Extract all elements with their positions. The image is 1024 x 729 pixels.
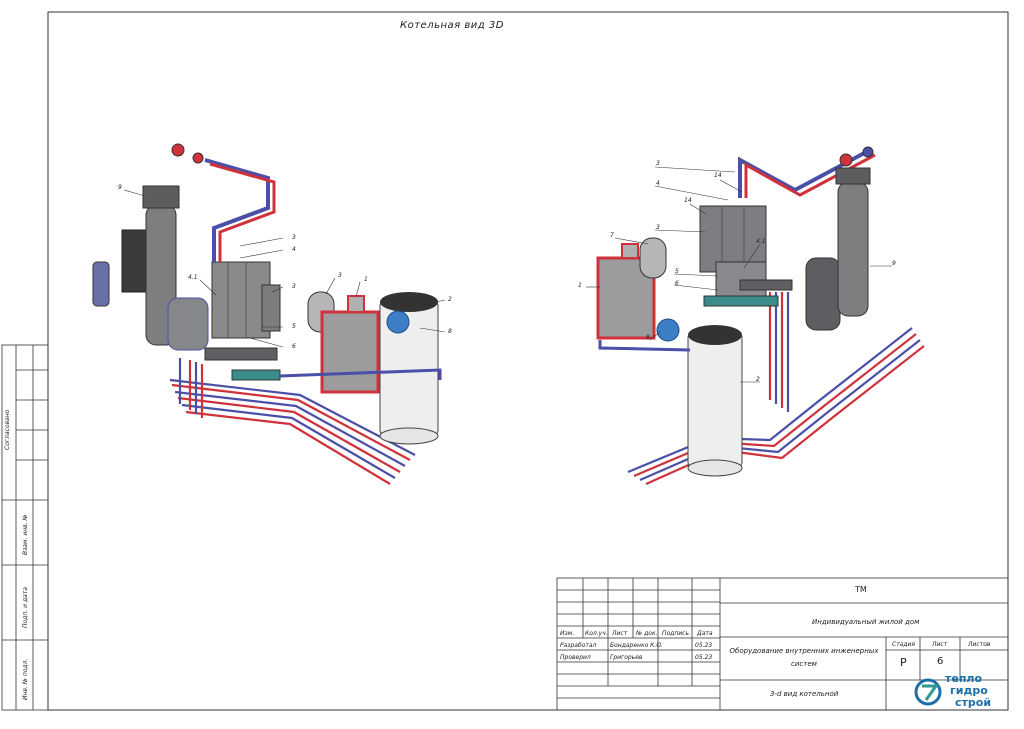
tb-r1-role: Разработал xyxy=(560,642,597,649)
tb-sheet-name: 3-d вид котельной xyxy=(770,690,839,698)
tb-h-ndok: № док. xyxy=(636,630,658,637)
right-label-14b: 14 xyxy=(684,197,692,204)
left-prefilter xyxy=(92,261,110,307)
tb-stage-label: Стадия xyxy=(892,641,916,648)
right-label-1: 1 xyxy=(578,282,582,289)
tb-r1-name: Бондаренко К.О. xyxy=(610,642,663,649)
right-label-14a: 14 xyxy=(714,172,722,179)
tb-sheets-label: Листов xyxy=(968,641,991,648)
left-label-6: 6 xyxy=(292,343,296,350)
right-label-6: 6 xyxy=(675,280,679,287)
right-label-4: 4 xyxy=(656,180,660,187)
tb-stage: Р xyxy=(900,656,907,669)
tb-h-list: Лист xyxy=(612,630,628,637)
side-label-inv-orig: Инв. № подл. xyxy=(22,658,29,700)
left-panel xyxy=(121,229,147,293)
logo-line1: тепло xyxy=(945,672,983,685)
logo-line3: строй xyxy=(955,696,992,709)
drawing-title: Котельная вид 3D xyxy=(400,20,504,31)
left-label-3a: 3 xyxy=(292,234,296,241)
left-boilers xyxy=(211,261,271,339)
right-label-8: 8 xyxy=(646,334,650,341)
right-label-4-1: 4.1 xyxy=(756,238,766,245)
tb-r1-date: 05.23 xyxy=(695,642,713,649)
right-tank-9 xyxy=(837,181,869,317)
right-label-3a: 3 xyxy=(656,160,660,167)
tb-r2-name: Григорьев xyxy=(610,654,643,661)
side-strip xyxy=(1,344,49,711)
left-floor-pipes xyxy=(169,358,416,485)
tb-h-izm: Изм. xyxy=(560,630,575,637)
tb-h-data: Дата xyxy=(697,630,713,637)
right-label-3b: 3 xyxy=(656,224,660,231)
left-label-1: 1 xyxy=(364,276,368,283)
left-assembly xyxy=(92,143,446,485)
left-label-3b: 3 xyxy=(292,283,296,290)
left-label-8: 8 xyxy=(448,328,452,335)
right-boilers xyxy=(699,205,767,273)
tb-sheet: 6 xyxy=(937,656,944,667)
side-label-replace-inv: Взам. инв. № xyxy=(22,514,29,555)
side-label-agreed: Согласовано xyxy=(4,409,11,450)
left-label-5: 5 xyxy=(292,323,296,330)
company-logo xyxy=(914,678,942,706)
left-label-4-1: 4.1 xyxy=(188,274,198,281)
right-label-2: 2 xyxy=(756,376,760,383)
tb-r2-role: Проверил xyxy=(560,654,591,661)
left-label-4: 4 xyxy=(292,246,296,253)
tb-h-kol: Кол.уч. xyxy=(585,630,608,637)
right-label-7: 7 xyxy=(610,232,614,239)
left-label-9: 9 xyxy=(118,184,122,191)
tb-h-podpis: Подпись xyxy=(662,630,689,637)
right-tank-2 xyxy=(687,331,743,469)
right-label-9: 9 xyxy=(892,260,896,267)
inner-frame xyxy=(47,11,1009,711)
tb-code: ТМ xyxy=(855,585,867,594)
logo-line2: гидро xyxy=(950,684,988,697)
right-assembly xyxy=(586,146,925,486)
left-label-2: 2 xyxy=(448,296,452,303)
left-label-3c: 3 xyxy=(338,272,342,279)
tb-r2-date: 05.23 xyxy=(695,654,713,661)
tb-section: Оборудование внутренних инженерных систе… xyxy=(729,647,879,668)
tb-project: Индивидуальный жилой дом xyxy=(812,618,920,626)
title-block-grid xyxy=(556,577,1009,711)
left-boiler-1 xyxy=(320,310,380,394)
right-label-5: 5 xyxy=(675,268,679,275)
tb-sheet-label: Лист xyxy=(932,641,948,648)
side-label-sign-date: Подп. и дата xyxy=(22,587,29,628)
